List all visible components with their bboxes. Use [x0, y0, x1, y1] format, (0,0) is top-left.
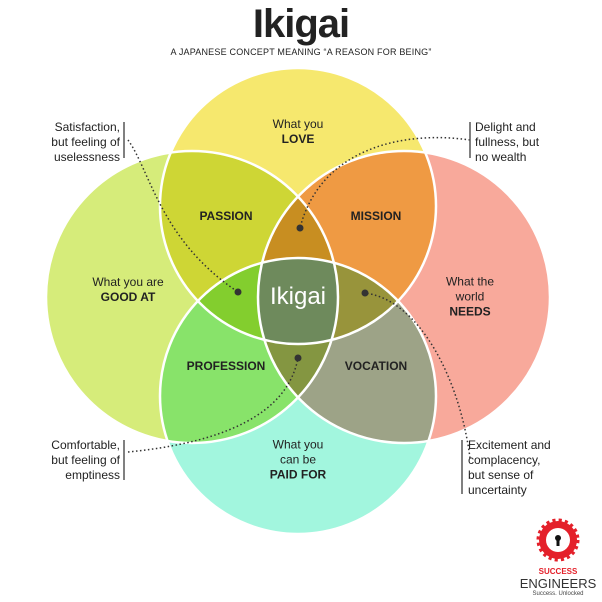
region-vocation: VOCATION [344, 359, 408, 373]
region-profession: PROFESSION [186, 359, 266, 373]
page-title: Ikigai [252, 2, 350, 46]
subtitle: A JAPANESE CONCEPT MEANING “A REASON FOR… [170, 47, 432, 57]
region-mission: MISSION [350, 209, 402, 223]
logo-brand-top: SUCCESS [538, 567, 578, 576]
logo: SUCCESS ENGINEERS Success. Unlocked [518, 518, 598, 597]
logo-brand-bottom: ENGINEERS [519, 576, 597, 591]
region-passion: PASSION [199, 209, 253, 223]
gear-lock-icon [536, 518, 580, 562]
logo-tagline: Success. Unlocked [532, 591, 584, 597]
region-ikigai: Ikigai [269, 283, 327, 310]
annotation-lines [127, 136, 471, 459]
